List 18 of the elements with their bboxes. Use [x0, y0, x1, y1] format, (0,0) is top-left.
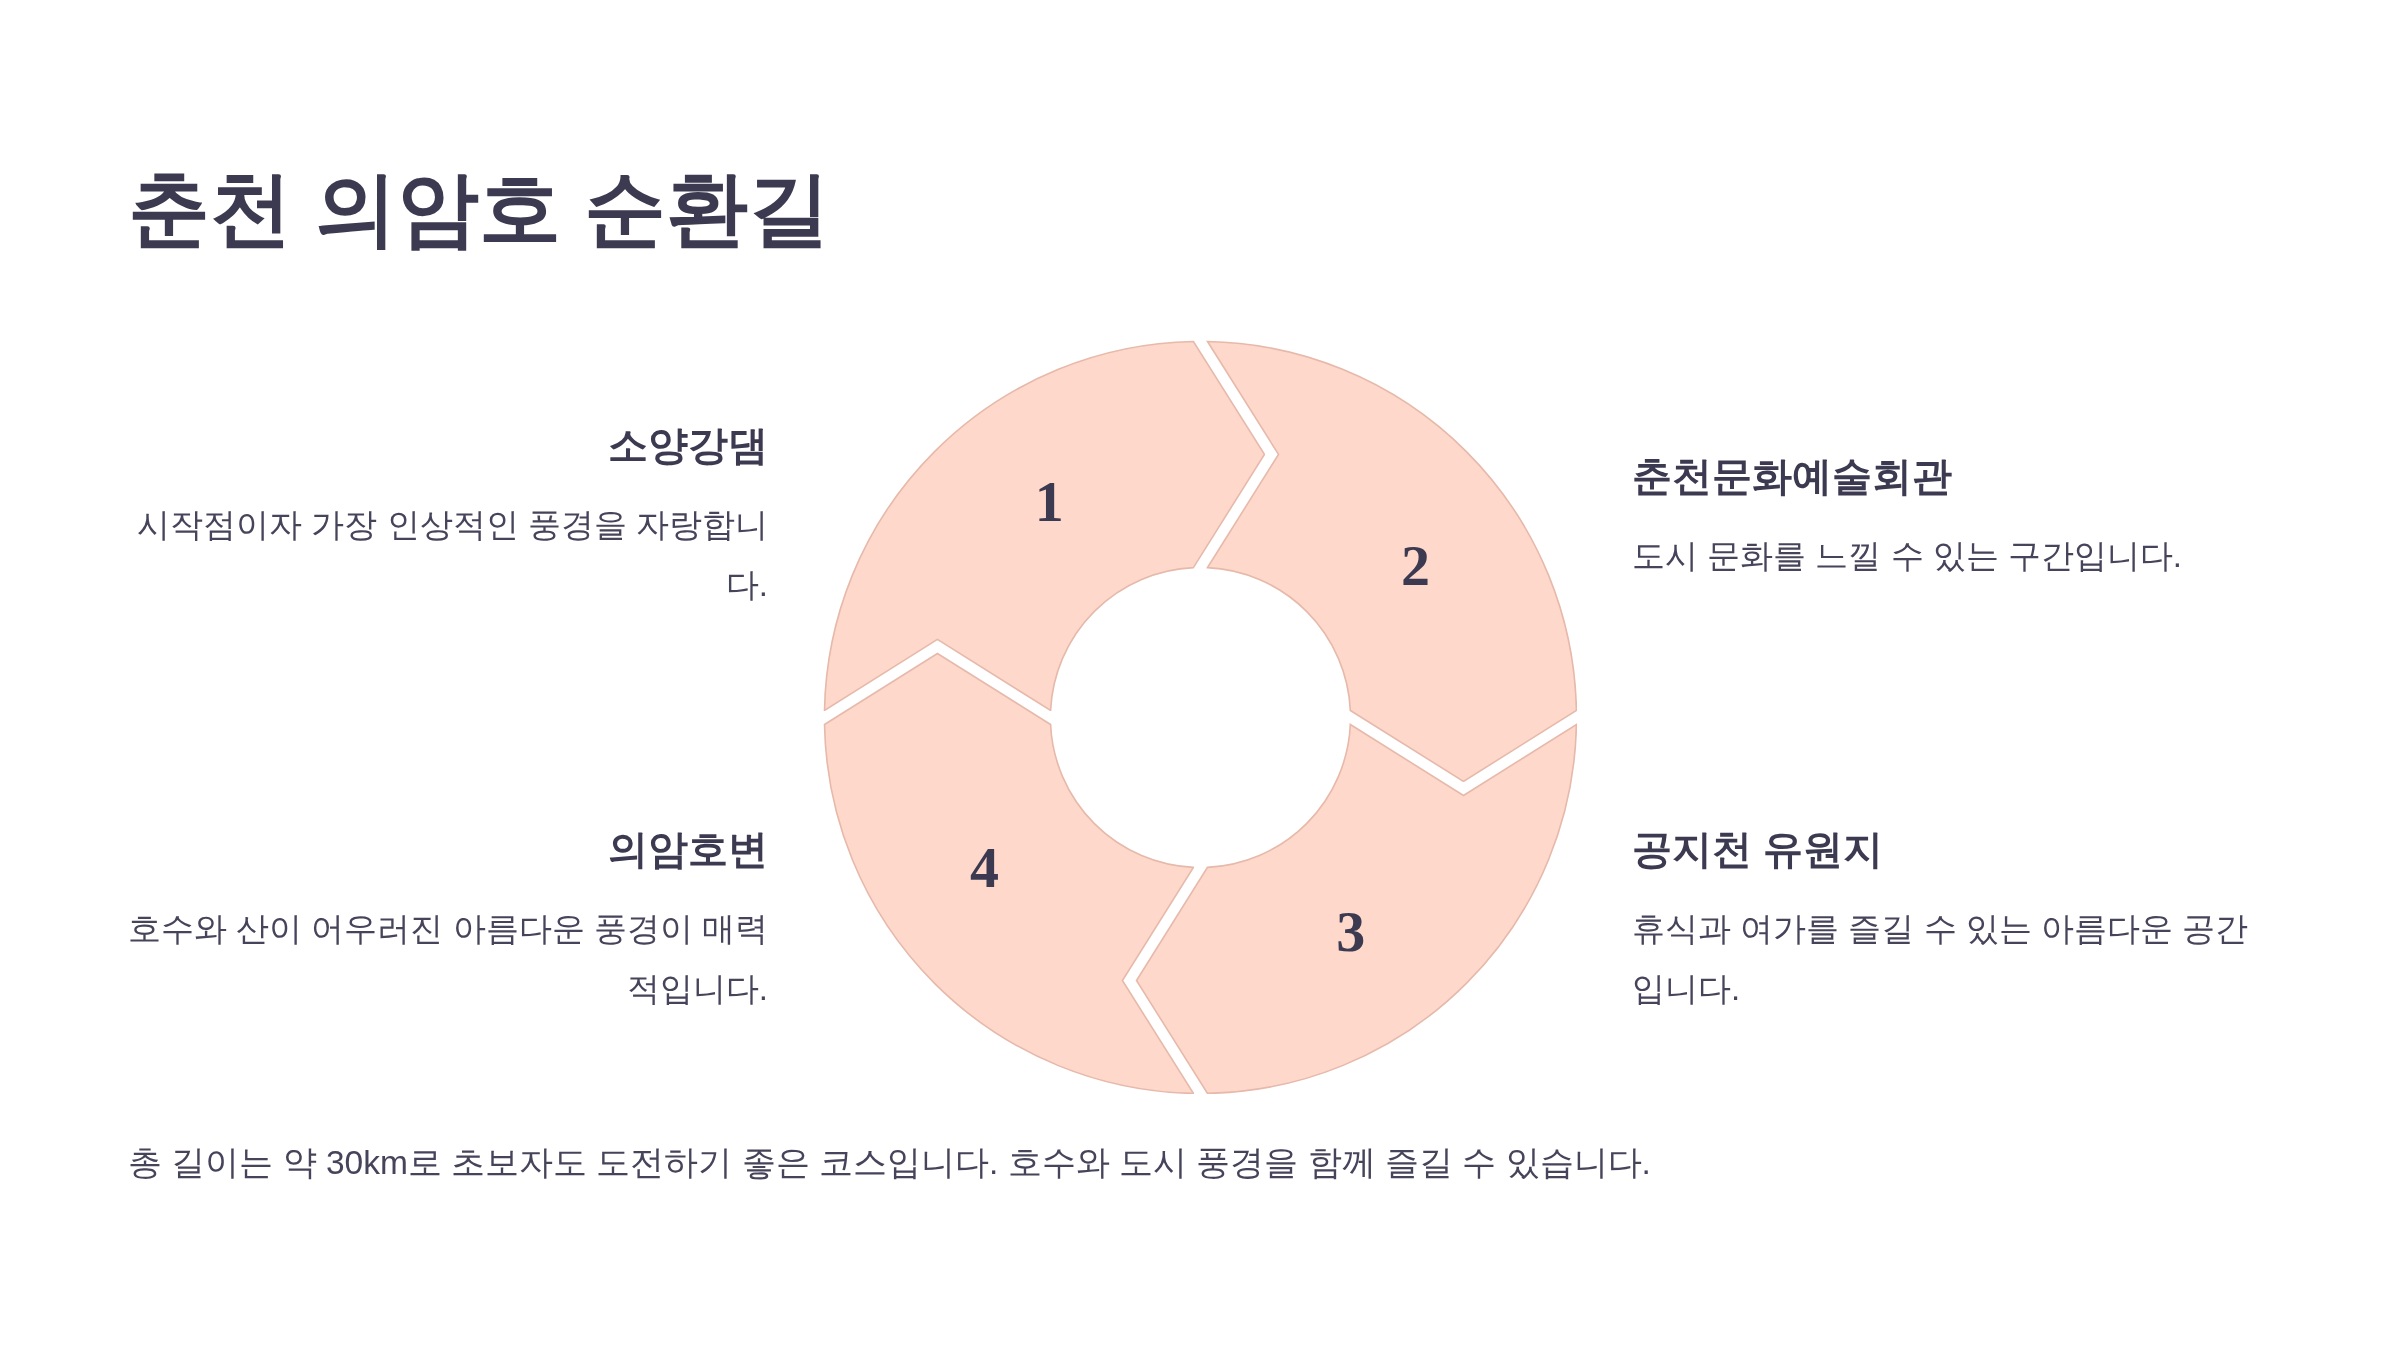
step-number: 1: [1034, 472, 1064, 531]
arrow-segment: [822, 339, 1266, 712]
place-description: 시작점이자 가장 인상적인 풍경을 자랑합니다.: [136, 505, 768, 605]
arrow-segment: [822, 651, 1195, 1095]
step-number: 4: [970, 838, 1000, 897]
caption-text: 총 길이는 약 30km로 초보자도 도전하기 좋은 코스입니다. 호수와 도시 풍경을 함께 즐길 수 있습니다.: [128, 1143, 1651, 1183]
step-number: 3: [1336, 903, 1366, 962]
arrow-segment: [1134, 722, 1578, 1095]
place-name: 춘천문화예술회관: [1632, 453, 1952, 500]
place-name: 의암호변: [608, 826, 768, 873]
place-name: 소양강댐: [608, 422, 768, 469]
place-description: 호수와 산이 어우러진 아름다운 풍경이 매력적입니다.: [127, 909, 768, 1009]
step-number: 2: [1400, 537, 1430, 596]
place-description: 휴식과 여가를 즐길 수 있는 아름다운 공간입니다.: [1632, 909, 2249, 1009]
arrow-segment: [1205, 339, 1578, 783]
place-name: 공지천 유원지: [1632, 826, 1884, 873]
place-description: 도시 문화를 느낄 수 있는 구간입니다.: [1632, 536, 2182, 576]
diagram-title: 춘천 의암호 순환길: [128, 168, 830, 250]
